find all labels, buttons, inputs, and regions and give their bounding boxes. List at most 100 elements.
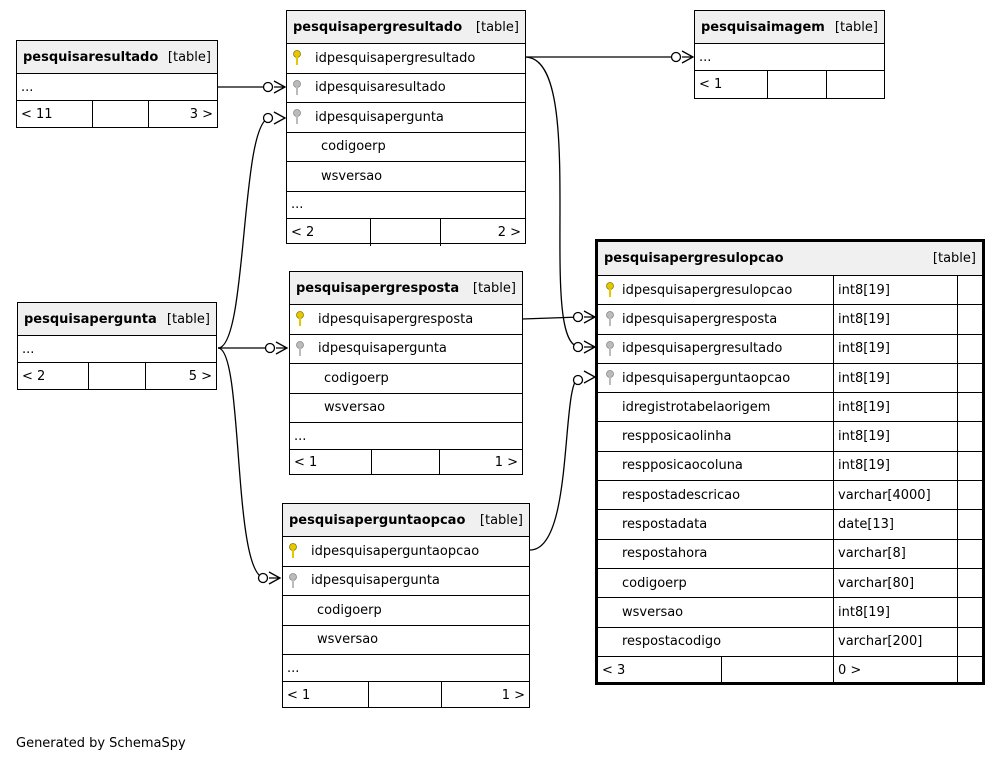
more-columns: ... <box>17 74 217 101</box>
table-pesquisapergresultado[interactable]: pesquisapergresultado [table] idpesquisa… <box>286 10 526 246</box>
column-name: codigoerp <box>622 575 687 591</box>
foreign-key-icon <box>598 340 622 357</box>
parents-count: < 2 <box>287 218 371 246</box>
column-extra <box>958 422 982 450</box>
column-extra <box>958 481 982 509</box>
table-type-label: [table] <box>834 19 878 35</box>
foreign-key-icon <box>287 79 307 96</box>
table-name: pesquisaresultado <box>23 49 159 65</box>
table-name: pesquisaperguntaopcao <box>289 512 466 528</box>
primary-key-icon <box>598 282 622 298</box>
column-name: wsversao <box>324 400 386 416</box>
foreign-key-icon <box>283 572 303 589</box>
primary-key-icon <box>287 50 307 66</box>
foreign-key-icon <box>598 370 622 386</box>
table-header: pesquisapergresultado [table] <box>287 11 525 44</box>
more-columns: ... <box>695 44 884 71</box>
relationship-nav: < 3 0 > <box>598 656 982 685</box>
table-pesquisaimagem[interactable]: pesquisaimagem [table] ... < 1 <box>694 10 885 99</box>
column-name: idregistrotabelaorigem <box>622 399 771 415</box>
table-type-label: [table] <box>167 49 211 65</box>
column-extra <box>958 510 982 538</box>
table-name: pesquisaimagem <box>701 19 825 35</box>
nav-spacer <box>93 101 149 127</box>
nav-spacer <box>369 682 442 708</box>
nav-spacer <box>958 657 982 685</box>
column-type: varchar[4000] <box>834 481 958 510</box>
children-count: 1 > <box>501 687 525 703</box>
column-name-cell: respostadescricao <box>598 481 834 510</box>
column-name: idpesquisapergresposta <box>622 311 778 327</box>
column-row: codigoerp varchar[80] <box>598 568 982 599</box>
column-name: wsversao <box>317 632 379 648</box>
column-name: codigoerp <box>321 139 386 155</box>
column-type: int8[19] <box>834 276 958 305</box>
parents-count: < 1 <box>283 682 369 708</box>
column-type: int8[19] <box>834 393 958 422</box>
table-pesquisaperguntaopcao[interactable]: pesquisaperguntaopcao [table] idpesquisa… <box>282 503 530 708</box>
relationship-nav: < 1 <box>695 71 884 98</box>
column-name: wsversao <box>622 604 684 620</box>
column-name: respostadata <box>622 517 708 533</box>
column-name: idpesquisapergunta <box>318 341 447 357</box>
relationship-nav: < 1 1 > <box>290 450 522 475</box>
children-count: 2 > <box>497 224 521 240</box>
more-columns: ... <box>283 655 529 682</box>
table-name: pesquisapergresulopcao <box>604 251 784 266</box>
column-type: int8[19] <box>834 598 958 627</box>
parents-count: < 11 <box>17 101 93 127</box>
table-pesquisapergunta[interactable]: pesquisapergunta [table] ... < 2 5 > <box>17 302 217 390</box>
column-name-cell: idpesquisapergresposta <box>598 305 834 334</box>
table-name: pesquisapergunta <box>24 311 157 327</box>
column-name: idpesquisaperguntaopcao <box>622 370 791 386</box>
relationship-nav: < 1 1 > <box>283 682 529 708</box>
nav-spacer <box>722 656 834 685</box>
column-name: idpesquisapergresultado <box>315 50 476 66</box>
table-header: pesquisaperguntaopcao [table] <box>283 504 529 537</box>
table-pesquisapergresposta[interactable]: pesquisapergresposta [table] idpesquisap… <box>289 271 523 475</box>
column-extra <box>958 305 982 333</box>
column-row: idpesquisaperguntaopcao int8[19] <box>598 363 982 394</box>
table-type-label: [table] <box>932 251 976 266</box>
column-extra <box>958 628 982 656</box>
column-name-cell: wsversao <box>598 598 834 627</box>
table-type-label: [table] <box>166 311 210 327</box>
parents-count: < 2 <box>18 363 89 389</box>
table-type-label: [table] <box>479 512 523 528</box>
column-extra <box>958 393 982 421</box>
table-header: pesquisapergresposta [table] <box>290 272 522 305</box>
column-type: varchar[80] <box>834 568 958 598</box>
column-name: respostahora <box>622 546 708 562</box>
foreign-key-icon <box>598 311 622 327</box>
relationship-nav: < 11 3 > <box>17 101 217 127</box>
table-type-label: [table] <box>472 280 516 296</box>
nav-spacer <box>89 363 146 389</box>
column-type: int8[19] <box>834 363 958 393</box>
more-columns: ... <box>290 423 522 450</box>
foreign-key-icon <box>287 109 307 125</box>
column-name: idpesquisaresultado <box>315 80 446 96</box>
column-name-cell: idpesquisaperguntaopcao <box>598 363 834 393</box>
column-name-cell: idregistrotabelaorigem <box>598 393 834 422</box>
more-columns: ... <box>287 192 525 219</box>
column-extra <box>958 452 982 480</box>
table-pesquisaresultado[interactable]: pesquisaresultado [table] ... < 11 3 > <box>16 40 218 128</box>
table-pesquisapergresulopcao[interactable]: pesquisapergresulopcao [table] idpesquis… <box>595 239 985 685</box>
column-name: wsversao <box>321 168 383 184</box>
column-row: wsversao int8[19] <box>598 598 982 628</box>
column-name: idpesquisapergresposta <box>318 311 474 327</box>
column-row: idpesquisaresultado <box>287 74 525 103</box>
children-count: 5 > <box>188 368 212 384</box>
primary-key-icon <box>283 543 303 559</box>
column-name: idpesquisapergresulopcao <box>622 282 793 298</box>
column-row: idregistrotabelaorigem int8[19] <box>598 393 982 423</box>
